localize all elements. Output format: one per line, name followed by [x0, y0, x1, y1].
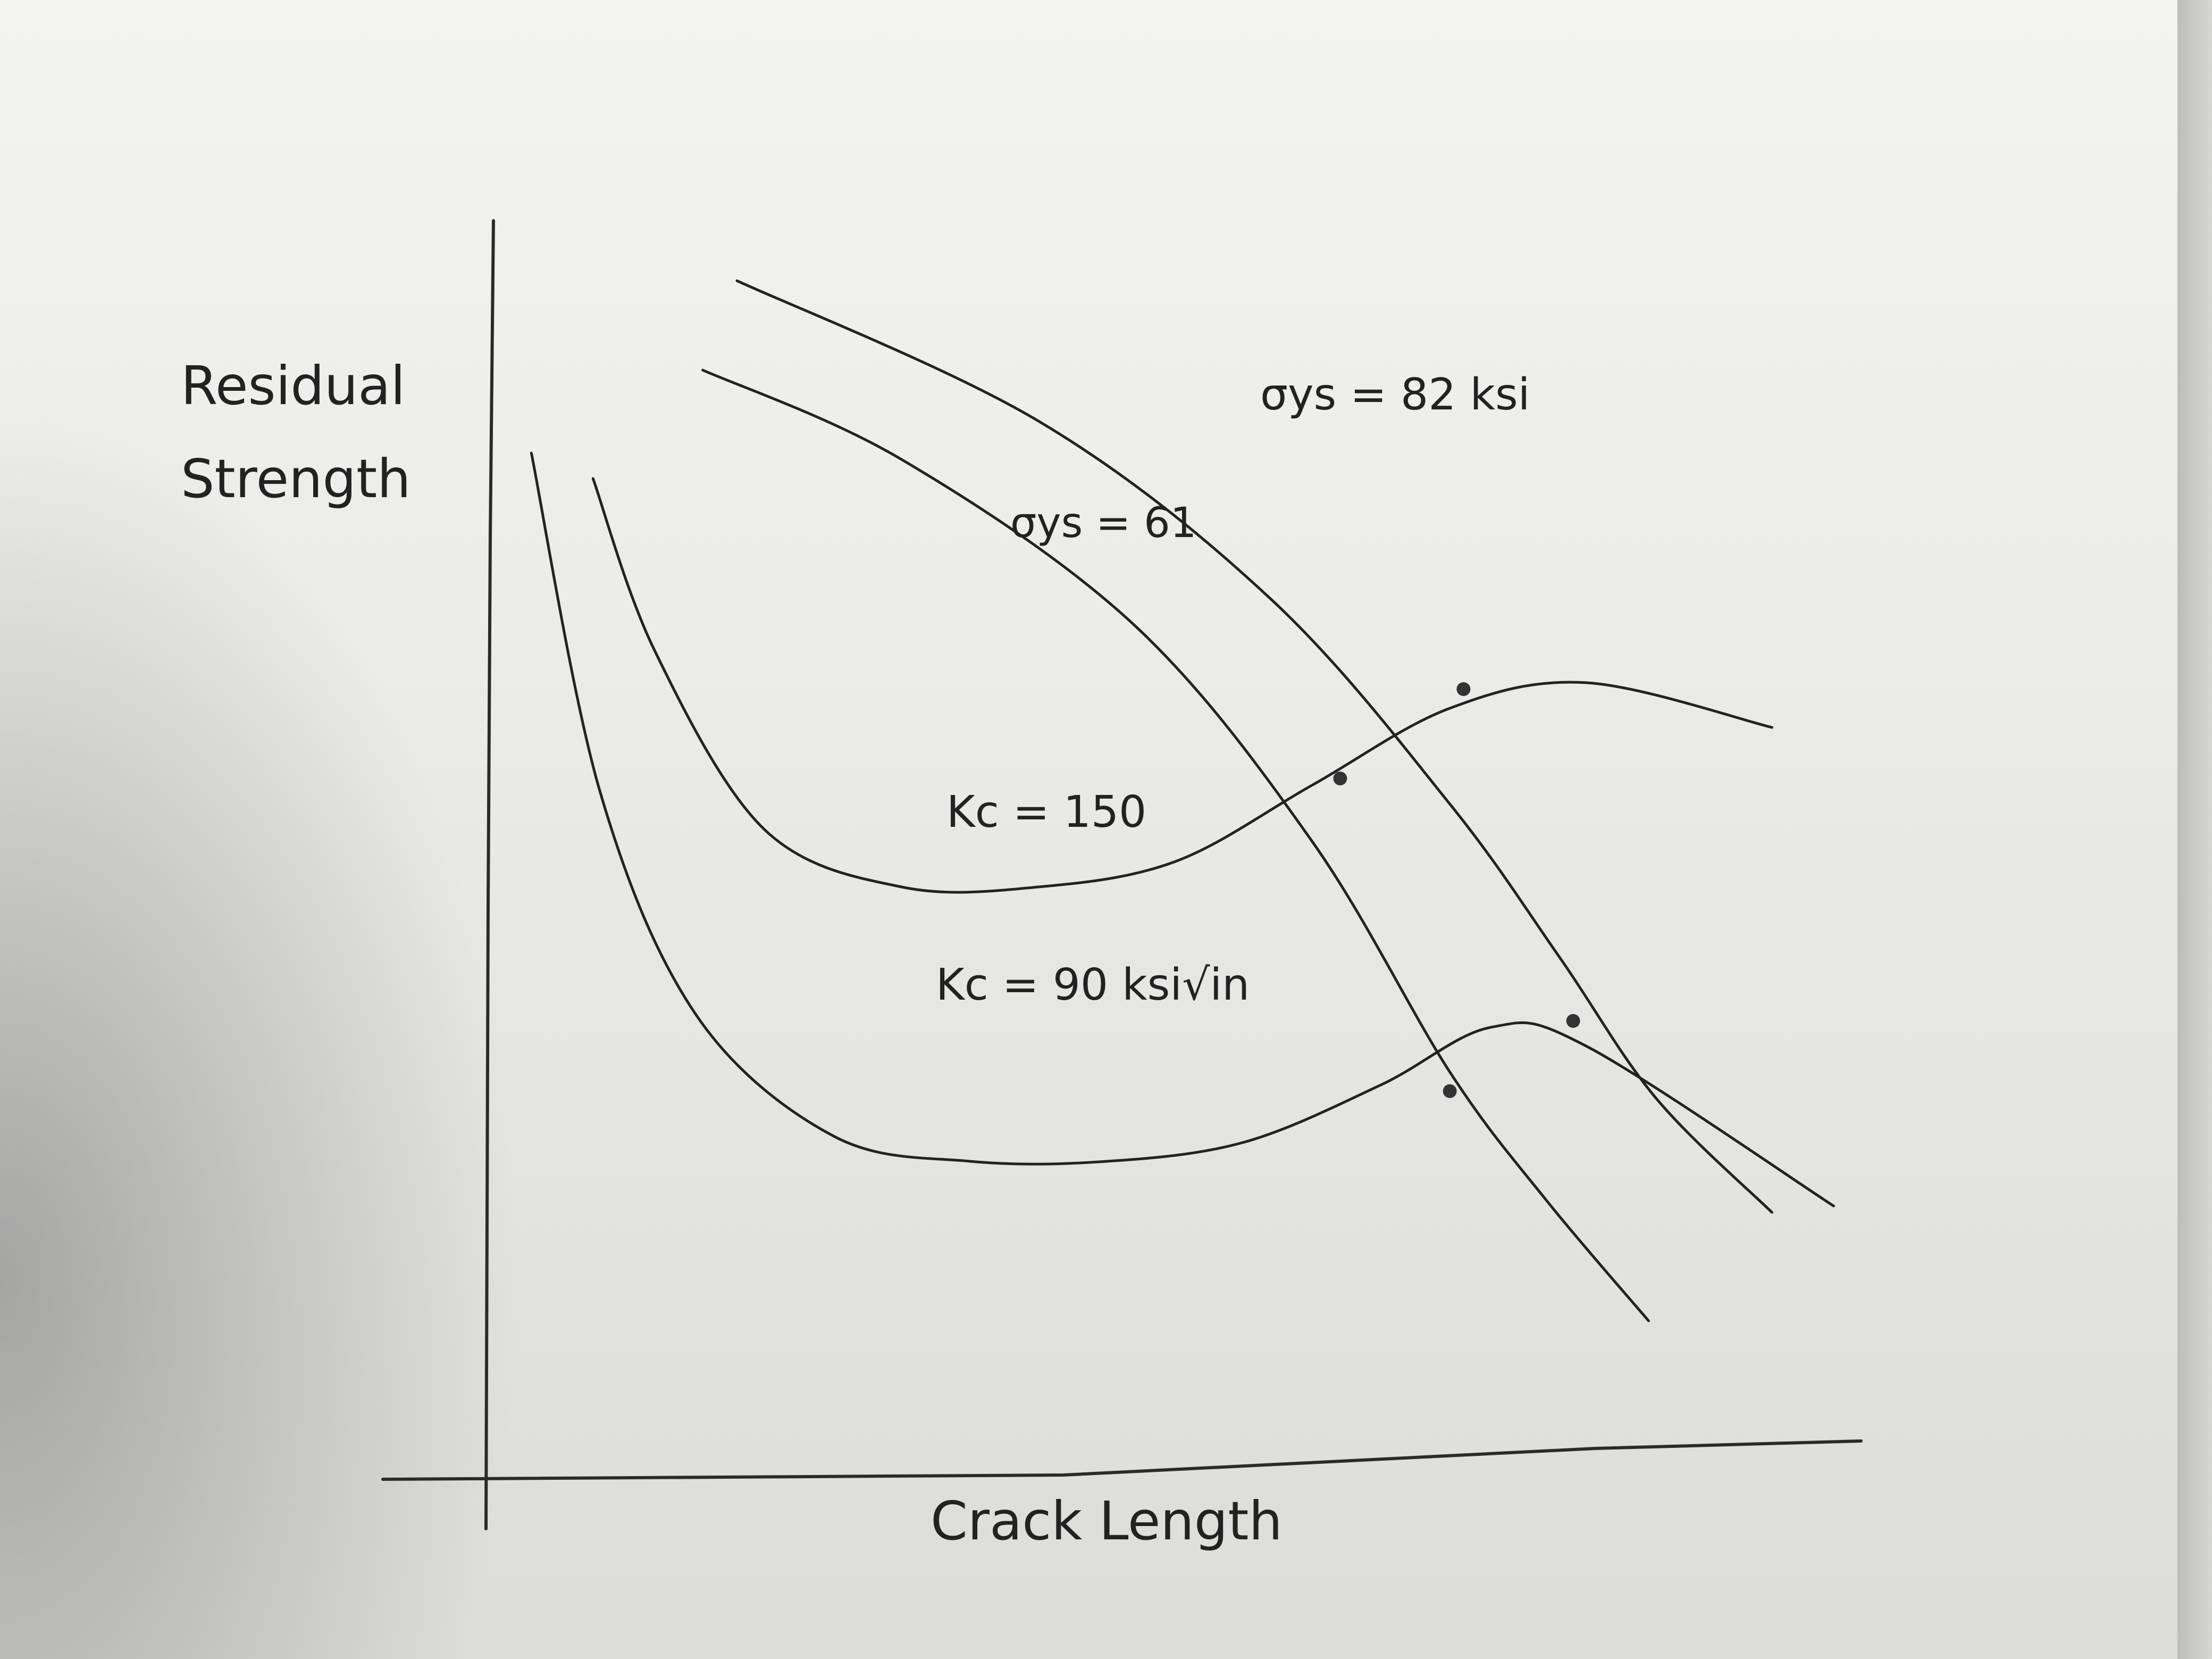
x-axis-label: Crack Length [931, 1490, 1283, 1552]
series-group [530, 279, 1835, 1322]
y-axis-label-line-1: Residual [181, 355, 405, 417]
series-line-2 [591, 477, 1773, 894]
page-stack-edge [2177, 0, 2212, 1659]
y-axis [484, 219, 495, 1530]
label-kc-90: Kc = 90 ksi√in [936, 960, 1250, 1010]
intersection-point-0 [1333, 772, 1347, 785]
x-axis [381, 1439, 1863, 1481]
intersection-point-1 [1456, 682, 1471, 696]
label-kc-150: Kc = 150 [946, 787, 1146, 837]
y-axis-label-line-2: Strength [181, 448, 411, 510]
intersection-point-3 [1566, 1014, 1580, 1028]
intersection-points [1333, 682, 1580, 1098]
label-sigma-ys-61: σys = 61 [1010, 499, 1196, 547]
series-line-1 [701, 368, 1650, 1322]
intersection-point-2 [1443, 1084, 1457, 1098]
series-line-0 [735, 279, 1773, 1214]
label-sigma-ys-82: σys = 82 ksi [1260, 370, 1530, 420]
series-line-3 [530, 451, 1835, 1208]
